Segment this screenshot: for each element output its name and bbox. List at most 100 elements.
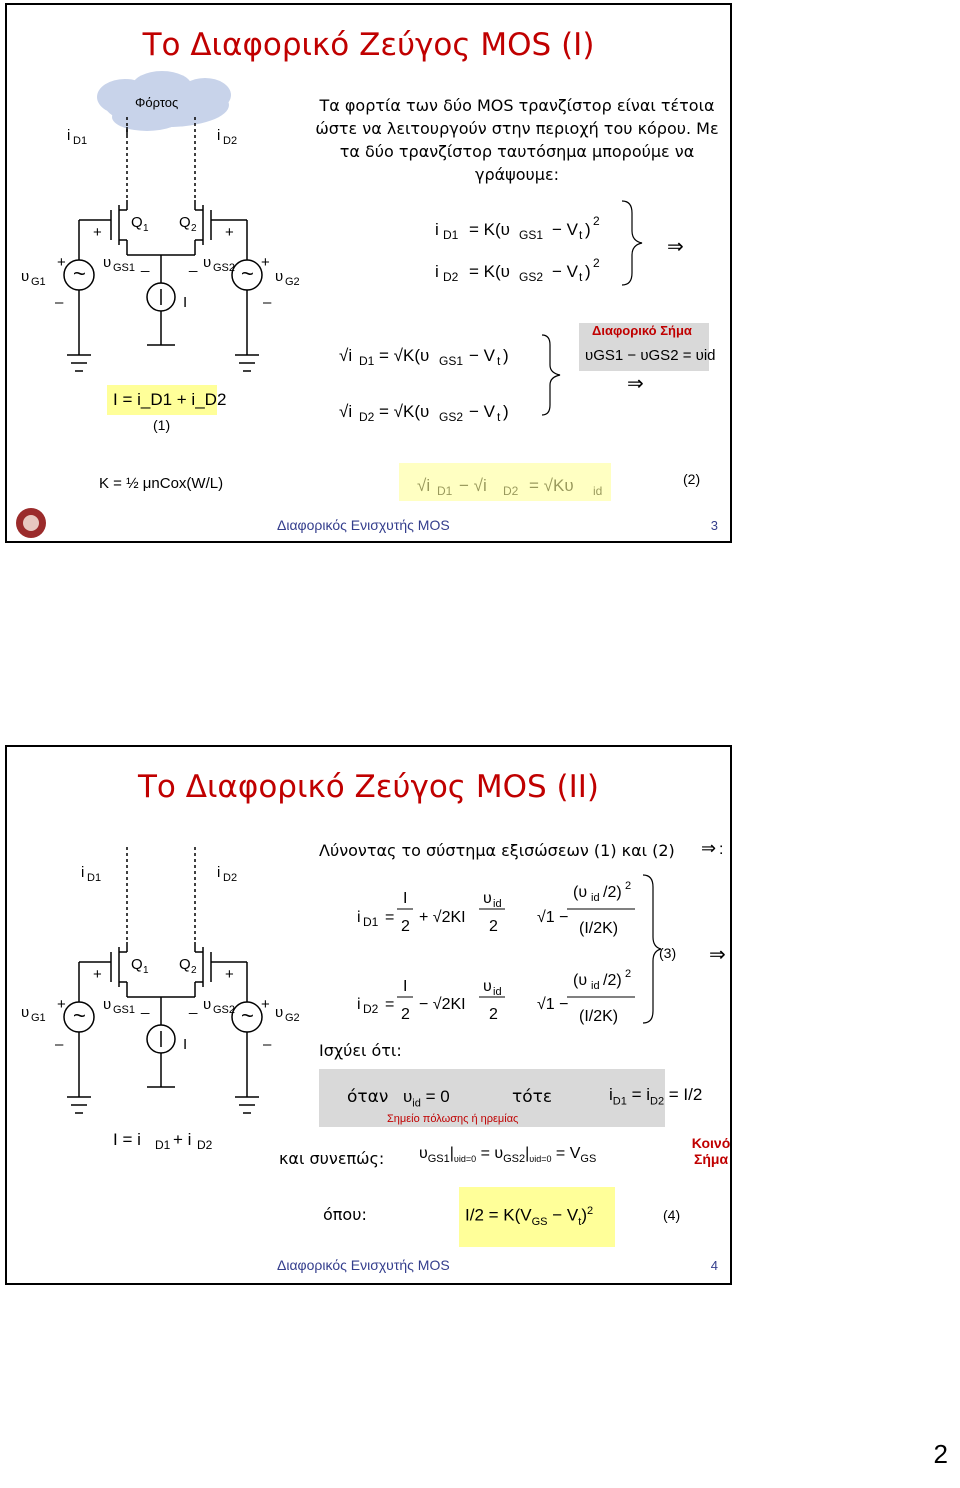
slide-title: Το Διαφορικό Ζεύγος MOS (I) (142, 27, 595, 63)
svg-text:D2: D2 (223, 872, 237, 884)
svg-text:D1: D1 (363, 915, 379, 929)
svg-text:GS2: GS2 (213, 262, 235, 274)
slide-number: 4 (710, 1258, 718, 1273)
svg-text:I: I (403, 890, 407, 907)
svg-text:i: i (81, 864, 84, 881)
svg-text:=: = (385, 996, 394, 1013)
quiescent-currents: iD1 = iD2 = I/2 (609, 1085, 703, 1108)
equation-4-box (459, 1187, 615, 1247)
where-text: όπου: (323, 1205, 367, 1224)
diff-signal-equation: υGS1 − υGS2 = υid (585, 347, 716, 364)
svg-text:υ: υ (203, 254, 211, 271)
svg-text:+: + (261, 996, 270, 1013)
svg-text:Q: Q (179, 956, 191, 973)
svg-text:+: + (57, 254, 66, 271)
svg-text:υ: υ (483, 890, 492, 907)
svg-text:+: + (225, 966, 234, 983)
document-page-number: 2 (933, 1439, 948, 1469)
svg-text:(I/2K): (I/2K) (579, 1008, 618, 1025)
equation-number-2: (2) (683, 471, 701, 487)
svg-text:GS1: GS1 (113, 1004, 135, 1016)
equation-number-4: (4) (663, 1207, 681, 1223)
svg-text:υ: υ (21, 1004, 29, 1021)
svg-text:υ: υ (203, 996, 211, 1013)
svg-text:/2): /2) (603, 884, 622, 901)
equation-4: I/2 = K(VGS − Vt)2 (465, 1205, 594, 1229)
current-sum-equation: I = i_D1 + i_D2 (113, 390, 227, 409)
svg-text:i: i (217, 864, 220, 881)
svg-text:Q: Q (179, 214, 191, 231)
bias-point-label: Σημείο πόλωσης ή ηρεμίας (387, 1113, 519, 1125)
svg-text:G1: G1 (31, 1012, 46, 1024)
svg-text:2: 2 (625, 968, 631, 980)
svg-text:–: – (263, 294, 272, 311)
svg-text:_: _ (188, 998, 198, 1015)
svg-text:G1: G1 (31, 276, 46, 288)
svg-text:υ: υ (275, 268, 283, 285)
svg-text:+ i: + i (173, 1130, 191, 1149)
equation-number-3: (3) (659, 945, 677, 961)
svg-text:D2: D2 (363, 1002, 379, 1016)
svg-text:–: – (263, 1036, 272, 1053)
svg-text:GS1: GS1 (113, 262, 135, 274)
svg-text:D2: D2 (223, 135, 237, 147)
svg-text::: : (719, 841, 723, 858)
svg-text:GS2: GS2 (213, 1004, 235, 1016)
svg-text:i: i (217, 127, 220, 144)
svg-text:_: _ (188, 256, 198, 273)
svg-text:–: – (55, 1036, 64, 1053)
svg-text:+: + (57, 996, 66, 1013)
svg-text:υ: υ (275, 1004, 283, 1021)
svg-text:υ: υ (103, 254, 111, 271)
vid-zero: υid = 0 (403, 1087, 450, 1110)
diff-signal-label: Διαφορικό Σήμα (592, 323, 692, 338)
therefore-text: και συνεπώς: (279, 1149, 385, 1168)
svg-text:2: 2 (191, 965, 197, 976)
svg-text:G2: G2 (285, 1012, 300, 1024)
svg-text:υ: υ (103, 996, 111, 1013)
svg-text:I: I (403, 978, 407, 995)
svg-text:~: ~ (73, 261, 86, 286)
svg-text:+: + (93, 224, 102, 241)
svg-text:=: = (385, 909, 394, 926)
svg-text:D1: D1 (87, 872, 101, 884)
svg-text:/2): /2) (603, 972, 622, 989)
slide-number: 3 (710, 518, 718, 533)
svg-text:(υ: (υ (573, 972, 587, 989)
load-cloud (97, 71, 231, 131)
svg-text:I: I (183, 1036, 187, 1053)
svg-text:~: ~ (241, 261, 254, 286)
svg-text:~: ~ (241, 1003, 254, 1028)
svg-text:Q: Q (131, 214, 143, 231)
svg-text:+ √2KI: + √2KI (419, 909, 466, 926)
svg-text:1: 1 (143, 223, 149, 234)
slide-footer: Διαφορικός Ενισχυτής MOS (277, 517, 450, 533)
svg-text:id: id (591, 980, 600, 992)
when-text: όταν (347, 1087, 389, 1107)
svg-text:+: + (225, 224, 234, 241)
slide-footer: Διαφορικός Ενισχυτής MOS (277, 1257, 450, 1273)
svg-text:⇒: ⇒ (709, 944, 726, 966)
svg-text:2: 2 (191, 223, 197, 234)
solving-text: Λύνοντας το σύστημα εξισώσεων (1) και (2… (319, 841, 675, 860)
vgs-equation: υGS1|υid=0 = υGS2|υid=0 = VGS (419, 1145, 597, 1166)
diff-signal-box (579, 323, 709, 371)
svg-text:1: 1 (143, 965, 149, 976)
svg-text:√1 −: √1 − (537, 996, 568, 1013)
svg-text:⇒: ⇒ (701, 838, 716, 858)
svg-text:i: i (357, 909, 361, 926)
svg-text:i: i (67, 127, 70, 144)
svg-text:id: id (493, 986, 502, 998)
svg-text:Q: Q (131, 956, 143, 973)
slide-title: Το Διαφορικό Ζεύγος MOS (II) (137, 769, 599, 805)
svg-text:_: _ (140, 256, 150, 273)
svg-text:i: i (357, 996, 361, 1013)
svg-text:D1: D1 (155, 1138, 171, 1152)
svg-text:I = i: I = i (113, 1130, 141, 1149)
svg-text:_: _ (140, 998, 150, 1015)
svg-text:2: 2 (489, 1006, 498, 1023)
description-text: Τα φορτία των δύο MOS τρανζίστορ είναι τ… (315, 96, 719, 184)
bias-point-box (319, 1069, 665, 1127)
